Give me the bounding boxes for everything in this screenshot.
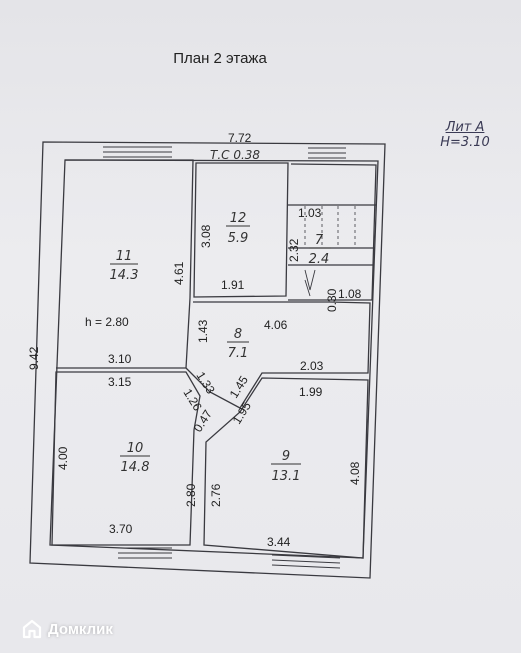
dim-4-06: 4.06 <box>264 318 288 332</box>
dim-4-61: 4.61 <box>172 261 186 285</box>
room-9-label: 9 13.1 <box>271 449 301 484</box>
room-8-walls <box>185 301 371 409</box>
dim-4-00: 4.00 <box>56 446 70 470</box>
dim-3-08: 3.08 <box>199 224 213 248</box>
room-10-walls <box>51 371 201 546</box>
walls <box>29 141 386 579</box>
room-7-label: 7 2.4 <box>309 233 331 267</box>
dim-2-76: 2.76 <box>209 483 223 507</box>
room-8-label: 8 7.1 <box>227 327 249 361</box>
room-number: 7 <box>315 233 324 248</box>
stair-landing <box>288 247 375 266</box>
lit-label: Лит А <box>445 120 485 135</box>
dim-2-80: 2.80 <box>184 483 198 507</box>
room-10-label: 10 14.8 <box>120 441 150 475</box>
dim-2-32: 2.32 <box>287 238 301 262</box>
room-area: 2.4 <box>309 252 330 267</box>
dim-4-08: 4.08 <box>348 461 362 485</box>
room-area: 7.1 <box>228 346 249 361</box>
window-bottom-right <box>271 554 341 569</box>
room-number: 11 <box>116 249 133 264</box>
room-9-walls <box>203 377 369 559</box>
room-11-label: 11 14.3 <box>110 249 139 283</box>
domclick-watermark: Домклик <box>22 618 113 640</box>
dim-3-44: 3.44 <box>267 535 291 549</box>
dim-tc: Т.С 0.38 <box>210 148 260 162</box>
dim-1-99: 1.99 <box>299 385 323 399</box>
stair-arrow <box>304 269 316 297</box>
room-number: 8 <box>234 327 242 342</box>
window-top-right <box>308 147 346 159</box>
dim-3-10: 3.10 <box>108 352 132 366</box>
room-area: 5.9 <box>228 231 249 246</box>
plan-title: План 2 этажа <box>173 50 267 67</box>
outer-wall-outline <box>29 141 386 579</box>
room-number: 10 <box>127 441 144 456</box>
room-12-label: 12 5.9 <box>226 211 250 246</box>
room-number: 12 <box>230 211 247 226</box>
lit-annotation: Лит А Н=3.10 <box>420 120 510 150</box>
ceiling-height: h = 2.80 <box>85 315 129 329</box>
room-12-walls <box>193 162 289 298</box>
domclick-logo-icon <box>22 619 42 639</box>
window-top-left <box>103 146 172 158</box>
room-area: 14.8 <box>121 460 150 475</box>
watermark-text: Домклик <box>48 620 113 638</box>
dim-2-03: 2.03 <box>300 359 324 373</box>
dim-3-70: 3.70 <box>109 522 133 536</box>
room-area: 14.3 <box>110 268 139 283</box>
dim-1-03: 1.03 <box>298 206 322 220</box>
dim-1-95: 1.95 <box>230 399 254 427</box>
room-11-walls <box>56 159 194 369</box>
dim-total-width: 7.72 <box>228 131 252 145</box>
room-7-walls <box>288 163 377 301</box>
room-number: 9 <box>282 449 290 464</box>
room-area: 13.1 <box>272 469 301 484</box>
lit-height: Н=3.10 <box>440 135 490 150</box>
dim-1-08: 1.08 <box>338 287 362 301</box>
dim-1-91: 1.91 <box>221 278 245 292</box>
dim-total-height: 9.42 <box>27 346 41 370</box>
dim-3-15: 3.15 <box>108 375 132 389</box>
stair-steps <box>304 206 356 248</box>
dim-0-30: 0.30 <box>325 288 339 312</box>
dim-1-43: 1.43 <box>196 319 210 343</box>
window-bottom-left <box>118 547 172 559</box>
